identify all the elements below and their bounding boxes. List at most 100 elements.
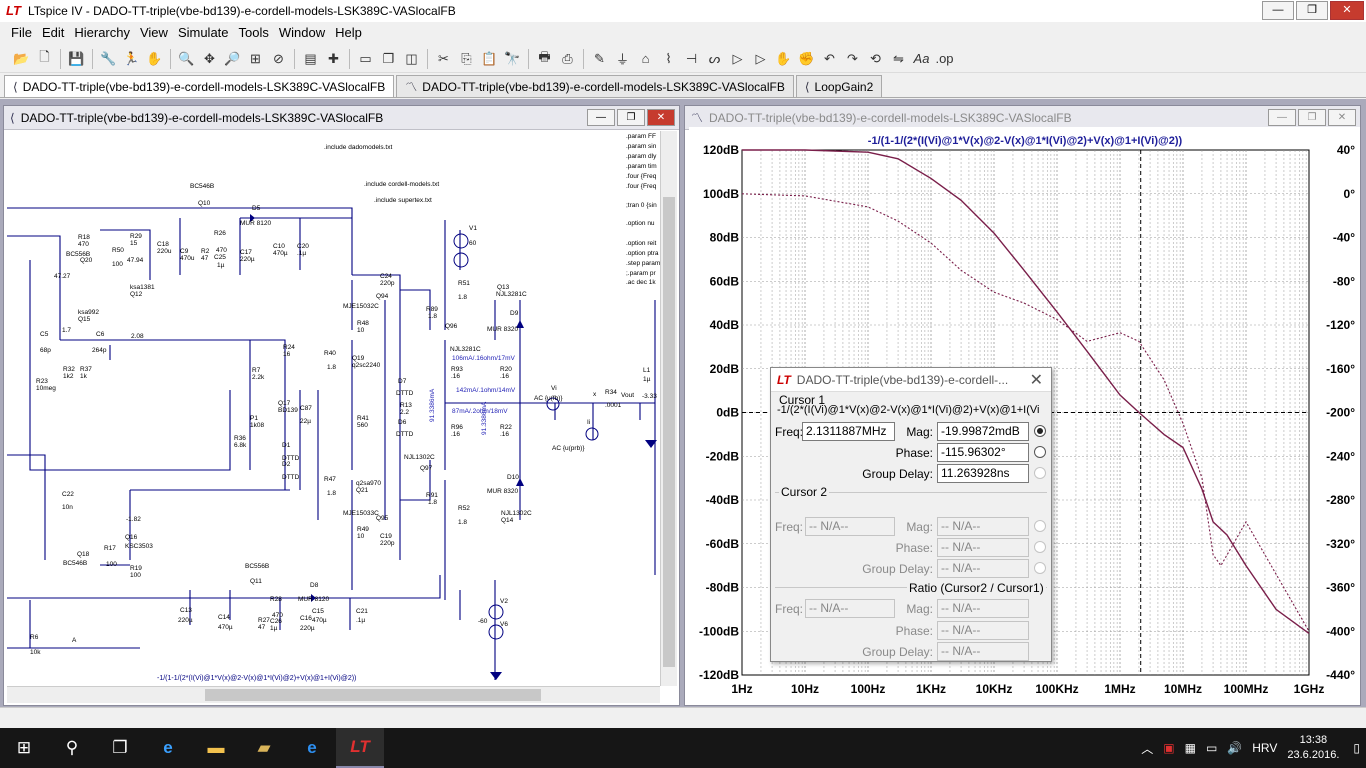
component-label[interactable]: -3.33 — [642, 393, 657, 400]
cursor1-group-delay-radio[interactable] — [1034, 467, 1046, 479]
redo-icon[interactable]: ↷ — [847, 50, 858, 66]
component-label[interactable]: C5 — [40, 331, 49, 338]
component-label[interactable]: R20 — [500, 366, 512, 373]
component-label[interactable]: 68p — [40, 347, 51, 354]
restore-button[interactable]: ❐ — [1296, 1, 1328, 20]
component-label[interactable]: R47 — [324, 476, 336, 483]
spice-directive[interactable]: .param FF — [626, 133, 656, 140]
move-icon[interactable]: ✋ — [775, 50, 792, 66]
drag-icon[interactable]: ✊ — [798, 50, 815, 66]
capacitor-icon[interactable]: ⊣ — [685, 50, 698, 66]
component-label[interactable]: 470µ — [218, 624, 233, 631]
component-label[interactable]: R48 — [357, 320, 369, 327]
add-trace-icon[interactable]: ✚ — [328, 50, 339, 66]
component-label[interactable]: 1k08 — [250, 422, 264, 429]
component-label[interactable]: R19 — [130, 565, 142, 572]
volume-icon[interactable]: 🔊 — [1227, 741, 1243, 755]
spice-directive[interactable]: .param tim — [626, 163, 657, 170]
spice-directive[interactable]: .option ptra — [626, 250, 659, 257]
task-view-icon[interactable]: ❐ — [112, 738, 128, 757]
component-label[interactable]: R7 — [252, 367, 261, 374]
component-label[interactable]: DTTD — [396, 390, 414, 397]
component-label[interactable]: R23 — [36, 378, 48, 385]
component-label[interactable]: Vout — [621, 392, 634, 399]
spice-directive[interactable]: .include dadomodels.txt — [324, 144, 392, 151]
component-label[interactable]: 47 — [258, 624, 266, 631]
spice-directive[interactable]: ;tran 0 {sin — [626, 202, 657, 209]
component-label[interactable]: 47.94 — [127, 257, 144, 264]
component-label[interactable]: R52 — [458, 505, 470, 512]
component-label[interactable]: 470 — [216, 247, 227, 254]
component-label[interactable]: 10 — [357, 327, 365, 334]
component-label[interactable]: 264p — [92, 347, 107, 354]
component-label[interactable]: 220µ — [300, 625, 315, 632]
schematic-minimize-button[interactable]: — — [587, 109, 615, 126]
notification-icon[interactable]: ▯ — [1353, 741, 1360, 755]
component-label[interactable]: R2 — [201, 248, 210, 255]
zoom-out-icon[interactable]: 🔎 — [224, 50, 241, 66]
run-icon[interactable]: 🏃 — [123, 50, 140, 66]
component-label[interactable]: 1k — [80, 373, 88, 380]
component-label[interactable]: Q95 — [376, 515, 389, 522]
component-label[interactable]: 470u — [180, 255, 195, 262]
print-icon[interactable]: ⎙ — [562, 50, 573, 66]
component-label[interactable]: D8 — [310, 582, 319, 589]
component-label[interactable]: Q16 — [125, 534, 138, 541]
component-label[interactable]: 100 — [106, 561, 117, 568]
component-label[interactable]: D6 — [398, 419, 407, 426]
ground-icon[interactable]: ⏚ — [615, 52, 629, 67]
component-label[interactable]: C25 — [214, 254, 226, 261]
component-label[interactable]: AC {u(fb)} — [534, 395, 563, 402]
component-label[interactable]: 1µ — [217, 262, 225, 269]
component-label[interactable]: C10 — [273, 243, 285, 250]
spice-directive[interactable]: .option nu — [626, 220, 655, 227]
tray-expand-icon[interactable]: ︿ — [1141, 741, 1154, 756]
component-label[interactable]: Q21 — [356, 487, 369, 494]
component-label[interactable]: Q96 — [445, 323, 458, 330]
component-label[interactable]: D1 — [282, 442, 291, 449]
undo-icon[interactable]: ↶ — [824, 50, 835, 66]
save-icon[interactable]: 💾 — [68, 50, 85, 66]
find-icon[interactable]: 🔭 — [504, 50, 521, 66]
component-label[interactable]: Q17 — [278, 400, 291, 407]
component-label[interactable]: V6 — [500, 621, 508, 628]
component-label[interactable]: V2 — [500, 598, 508, 605]
component-label[interactable]: 1.8 — [458, 294, 467, 301]
component-label[interactable]: 100 — [112, 261, 123, 268]
waveform-minimize-button[interactable]: — — [1268, 109, 1296, 126]
spice-directive[interactable]: .ac dec 1k — [626, 279, 656, 286]
menu-window[interactable]: Window — [278, 25, 326, 40]
component-label[interactable]: 2.2 — [400, 409, 409, 416]
component-label[interactable]: 1.8 — [428, 313, 437, 320]
text-icon[interactable]: Aa — [913, 51, 930, 66]
component-label[interactable]: -1.82 — [126, 516, 141, 523]
spice-directive[interactable]: .param dly — [626, 153, 657, 160]
component-label[interactable]: BD139 — [278, 407, 298, 414]
component-label[interactable]: C15 — [312, 608, 324, 615]
component-label[interactable]: 87mA/.2ohm/18mV — [452, 408, 508, 415]
zoom-in-icon[interactable]: 🔍 — [178, 50, 195, 66]
zoom-cancel-icon[interactable]: ⊘ — [273, 50, 284, 66]
component-label[interactable]: NJL3281C — [496, 291, 527, 298]
component-label[interactable]: C17 — [240, 249, 252, 256]
spice-directive[interactable]: ;.param pr — [626, 270, 656, 277]
ltspice-task-icon[interactable]: LT — [336, 728, 384, 768]
diode-icon[interactable]: ▷ — [732, 50, 743, 66]
component-label[interactable]: -60 — [478, 618, 488, 625]
component-label[interactable]: DTTD — [282, 455, 300, 462]
menu-hierarchy[interactable]: Hierarchy — [74, 25, 130, 40]
component-label[interactable]: BC556B — [66, 251, 90, 258]
component-label[interactable]: 60 — [469, 240, 477, 247]
schematic-restore-button[interactable]: ❐ — [617, 109, 645, 126]
component-label[interactable]: D9 — [510, 310, 519, 317]
component-label[interactable]: MJE15033C — [343, 510, 379, 517]
component-label[interactable]: 470µ — [273, 250, 288, 257]
component-label[interactable]: 142mA/.1ohm/14mV — [456, 387, 516, 394]
spice-directive[interactable]: .four {Freq — [626, 173, 657, 180]
component-label[interactable]: 220p — [380, 280, 395, 287]
tile-horizontal-icon[interactable]: ▭ — [359, 50, 372, 66]
cursor-dialog-close-icon[interactable]: ✕ — [1029, 372, 1043, 389]
component-label[interactable]: 47.27 — [54, 273, 71, 280]
trace-label[interactable]: -1/(1-1/(2*(I(Vi)@1*V(x)@2-V(x)@1*I(Vi)@… — [868, 135, 1183, 147]
component-label[interactable]: R51 — [458, 280, 470, 287]
